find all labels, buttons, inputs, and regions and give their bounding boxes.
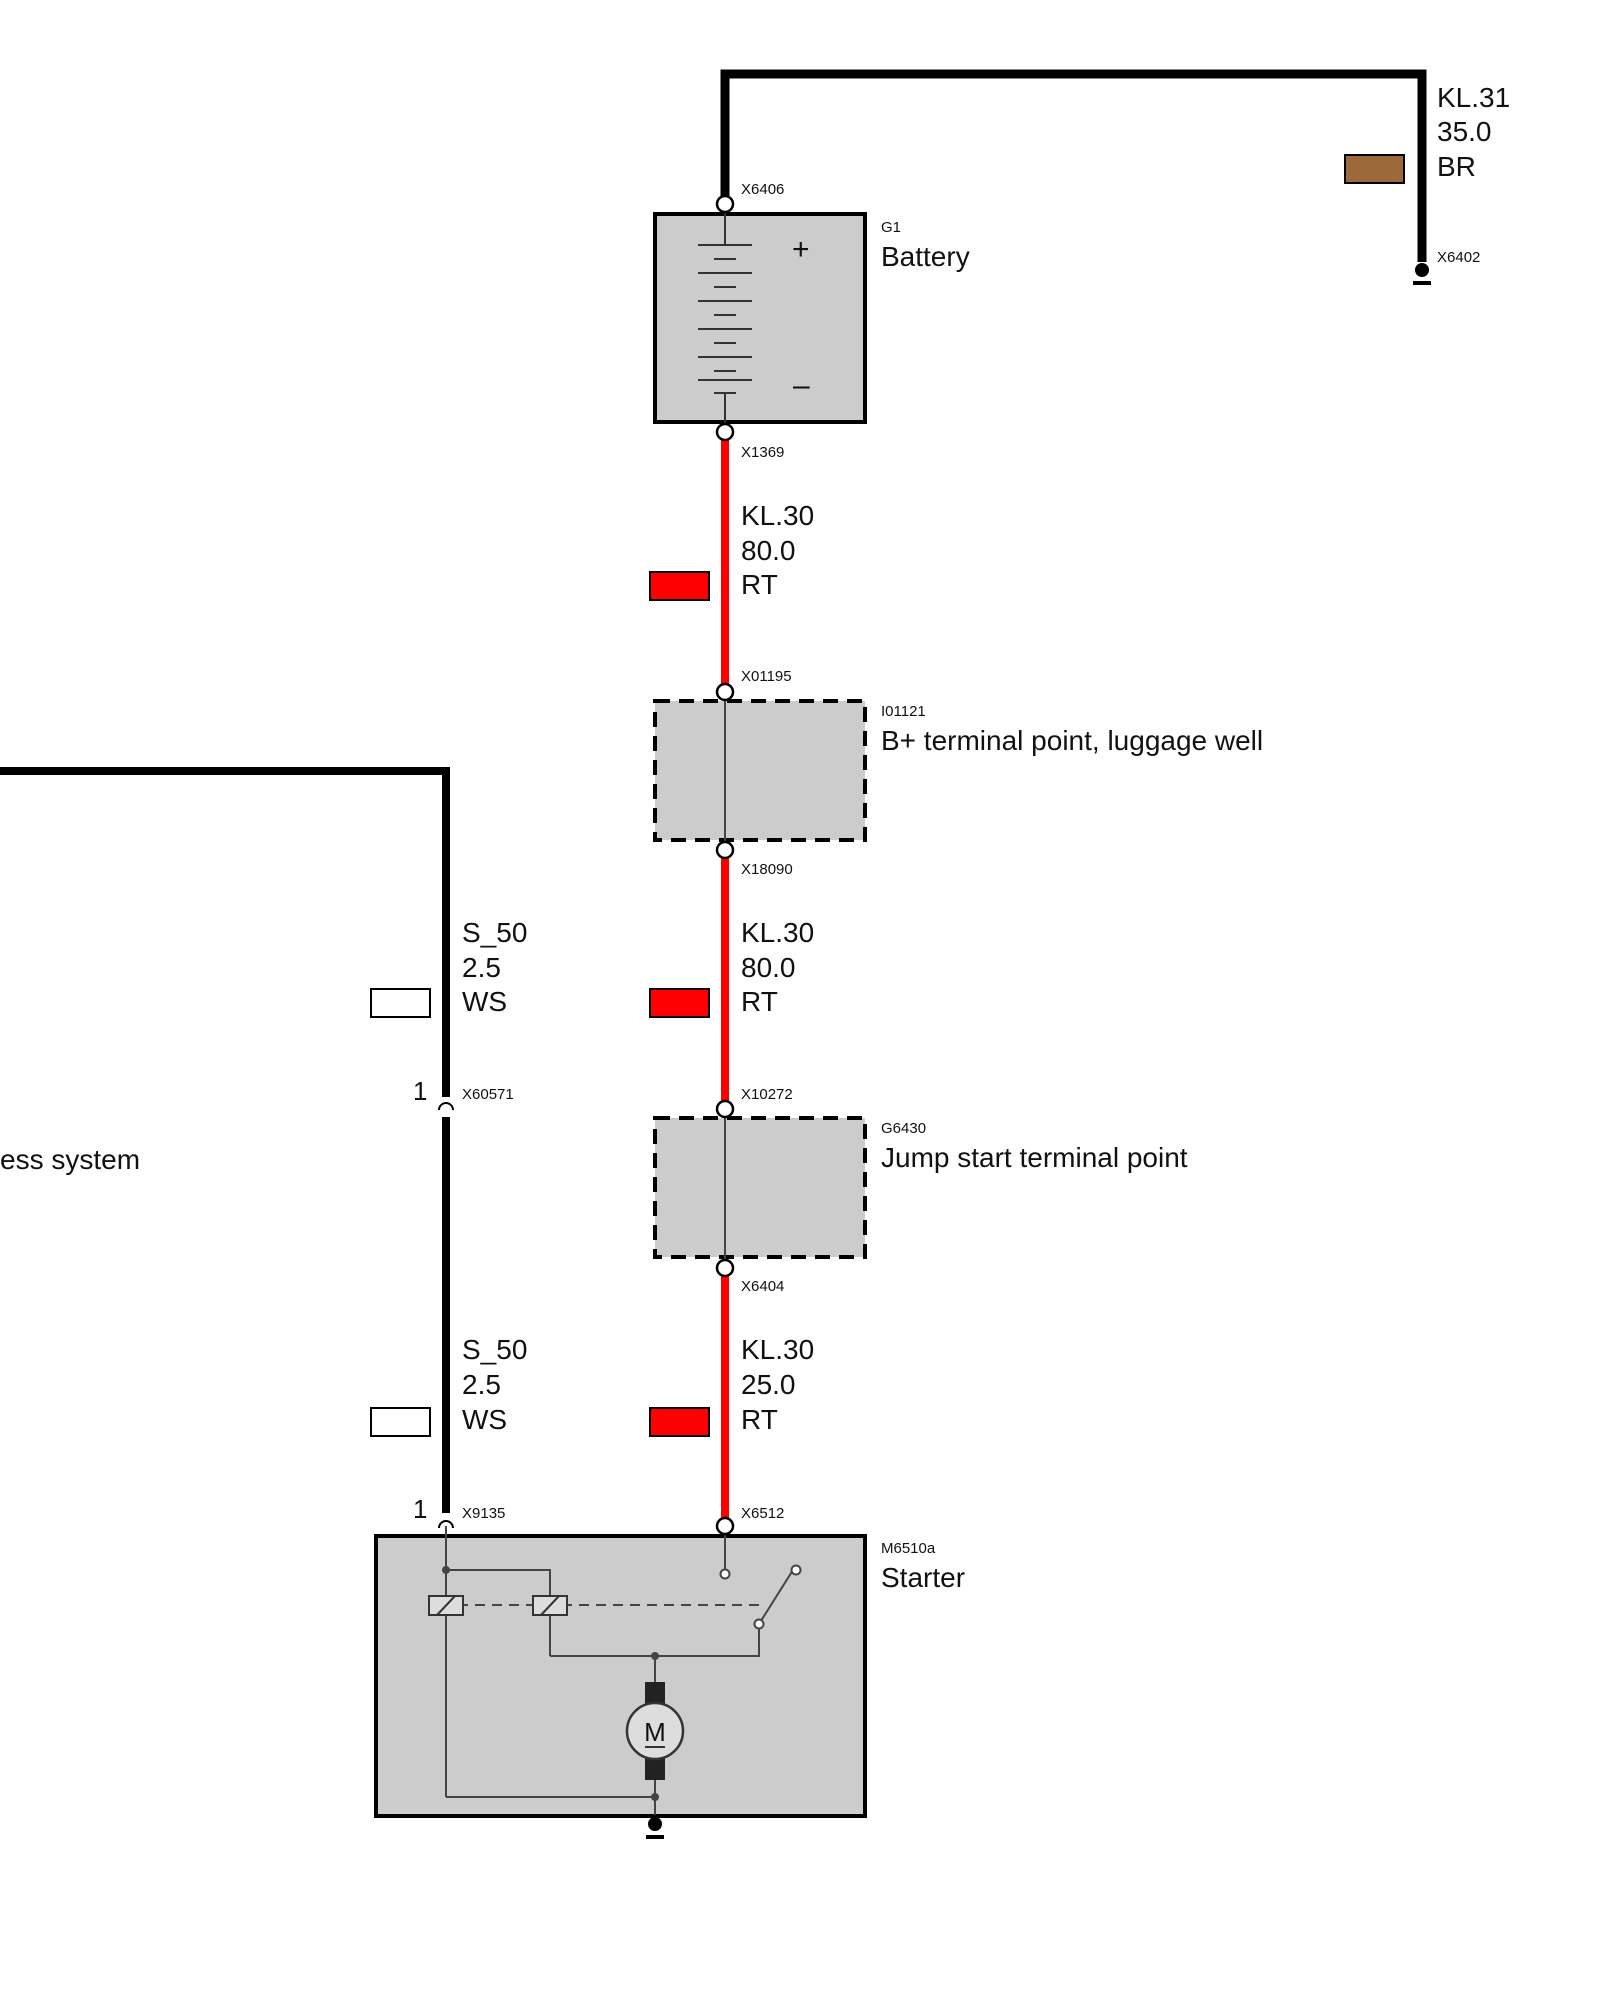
b-plus-terminal-code: I01121 <box>881 703 926 720</box>
b-plus-terminal-component: I01121 B+ terminal point, luggage well <box>653 699 1263 842</box>
connector-x01195: X01195 <box>741 668 792 685</box>
b-plus-terminal-box <box>653 699 867 842</box>
battery-cells-symbol <box>698 244 752 394</box>
terminal-x1369 <box>715 422 735 442</box>
connector-x1369: X1369 <box>741 444 784 461</box>
starter-box <box>374 1534 867 1818</box>
ground-wire-line <box>720 69 1427 262</box>
starter-component: M M6510a Starter <box>374 1526 965 1818</box>
partial-component-label: ess system <box>0 1144 140 1175</box>
battery-plus-sign: + <box>792 233 810 266</box>
s50-wire-1-color-swatch <box>370 988 431 1018</box>
terminal-x6406 <box>715 194 735 214</box>
battery-name: Battery <box>881 241 970 272</box>
battery-box <box>653 212 867 424</box>
terminal-x18090 <box>715 840 735 860</box>
s50-plug-upper <box>438 1102 454 1111</box>
starter-code: M6510a <box>881 1540 936 1557</box>
jump-start-terminal-box <box>653 1116 867 1259</box>
ground-terminal-dot <box>1415 263 1429 277</box>
kl30-wire-2-terminal: KL.30 <box>741 917 814 948</box>
starter-switch-contacts <box>719 1564 802 1630</box>
kl30-wire-2-color: RT <box>741 986 778 1017</box>
battery-minus-sign: – <box>793 369 810 402</box>
connector-x6404: X6404 <box>741 1278 784 1295</box>
pin-x60571: 1 <box>413 1076 427 1106</box>
motor-letter: M <box>644 1717 666 1747</box>
connector-x6406: X6406 <box>741 181 784 198</box>
s50-wire-2-terminal: S_50 <box>462 1334 527 1365</box>
starter-ground-dot <box>648 1817 662 1831</box>
starter-ground-symbol <box>646 1835 664 1839</box>
s50-wire-2-color-swatch <box>370 1407 431 1437</box>
connector-x18090: X18090 <box>741 861 793 878</box>
kl30-wire-3-section: 25.0 <box>741 1369 796 1400</box>
ground-symbol <box>1413 281 1431 285</box>
jump-start-terminal-code: G6430 <box>881 1120 926 1137</box>
kl30-wire-3: KL.30 25.0 RT <box>649 1275 814 1518</box>
s50-wire-2-section: 2.5 <box>462 1369 501 1400</box>
connector-x60571: X60571 <box>462 1086 514 1103</box>
s50-wire-1-color: WS <box>462 986 507 1017</box>
connector-x9135: X9135 <box>462 1505 505 1522</box>
kl30-wire-2-section: 80.0 <box>741 952 796 983</box>
kl30-wire-2-color-swatch <box>649 988 710 1018</box>
connector-x10272: X10272 <box>741 1086 793 1103</box>
ground-wire-color-swatch <box>1344 154 1405 184</box>
kl30-wire-3-terminal: KL.30 <box>741 1334 814 1365</box>
s50-wire-1-terminal: S_50 <box>462 917 527 948</box>
kl30-wire-1: KL.30 80.0 RT <box>649 440 814 686</box>
battery-code: G1 <box>881 219 901 236</box>
connector-x6512: X6512 <box>741 1505 784 1522</box>
s50-wire-2-color: WS <box>462 1404 507 1435</box>
motor-circle <box>625 1701 685 1761</box>
jump-start-terminal-component: G6430 Jump start terminal point <box>653 1116 1188 1260</box>
ground-wire-section: 35.0 <box>1437 116 1492 147</box>
pin-x9135: 1 <box>413 1494 427 1524</box>
kl30-wire-3-color: RT <box>741 1404 778 1435</box>
starter-motor-symbol: M <box>625 1682 685 1780</box>
jump-start-terminal-name: Jump start terminal point <box>881 1142 1188 1173</box>
ground-wire: KL.31 35.0 BR X6402 <box>720 69 1510 285</box>
starter-name: Starter <box>881 1562 965 1593</box>
terminal-x6404 <box>715 1258 735 1278</box>
kl30-wire-1-color: RT <box>741 569 778 600</box>
terminal-x01195 <box>715 682 735 702</box>
s50-wire-upper-line <box>0 767 450 1097</box>
b-plus-terminal-name: B+ terminal point, luggage well <box>881 725 1263 756</box>
terminal-x6512 <box>715 1516 735 1536</box>
starter-junction-dots <box>442 1566 659 1801</box>
connector-x6402: X6402 <box>1437 249 1480 266</box>
kl30-wire-1-terminal: KL.30 <box>741 500 814 531</box>
terminal-x10272 <box>715 1099 735 1119</box>
s50-plug-lower <box>438 1520 454 1529</box>
kl30-wire-2: KL.30 80.0 RT <box>649 857 814 1102</box>
s50-wire-1-section: 2.5 <box>462 952 501 983</box>
starter-relay-coils <box>428 1595 568 1616</box>
kl30-wire-3-color-swatch <box>649 1407 710 1437</box>
ground-wire-color: BR <box>1437 151 1476 182</box>
battery-component: + – G1 Battery <box>653 209 970 425</box>
s50-wire: S_50 2.5 WS S_50 2.5 WS 1 X60571 1 X9135 <box>0 767 527 1529</box>
kl30-wire-1-color-swatch <box>649 571 710 601</box>
ground-wire-terminal: KL.31 <box>1437 82 1510 113</box>
kl30-wire-1-section: 80.0 <box>741 535 796 566</box>
